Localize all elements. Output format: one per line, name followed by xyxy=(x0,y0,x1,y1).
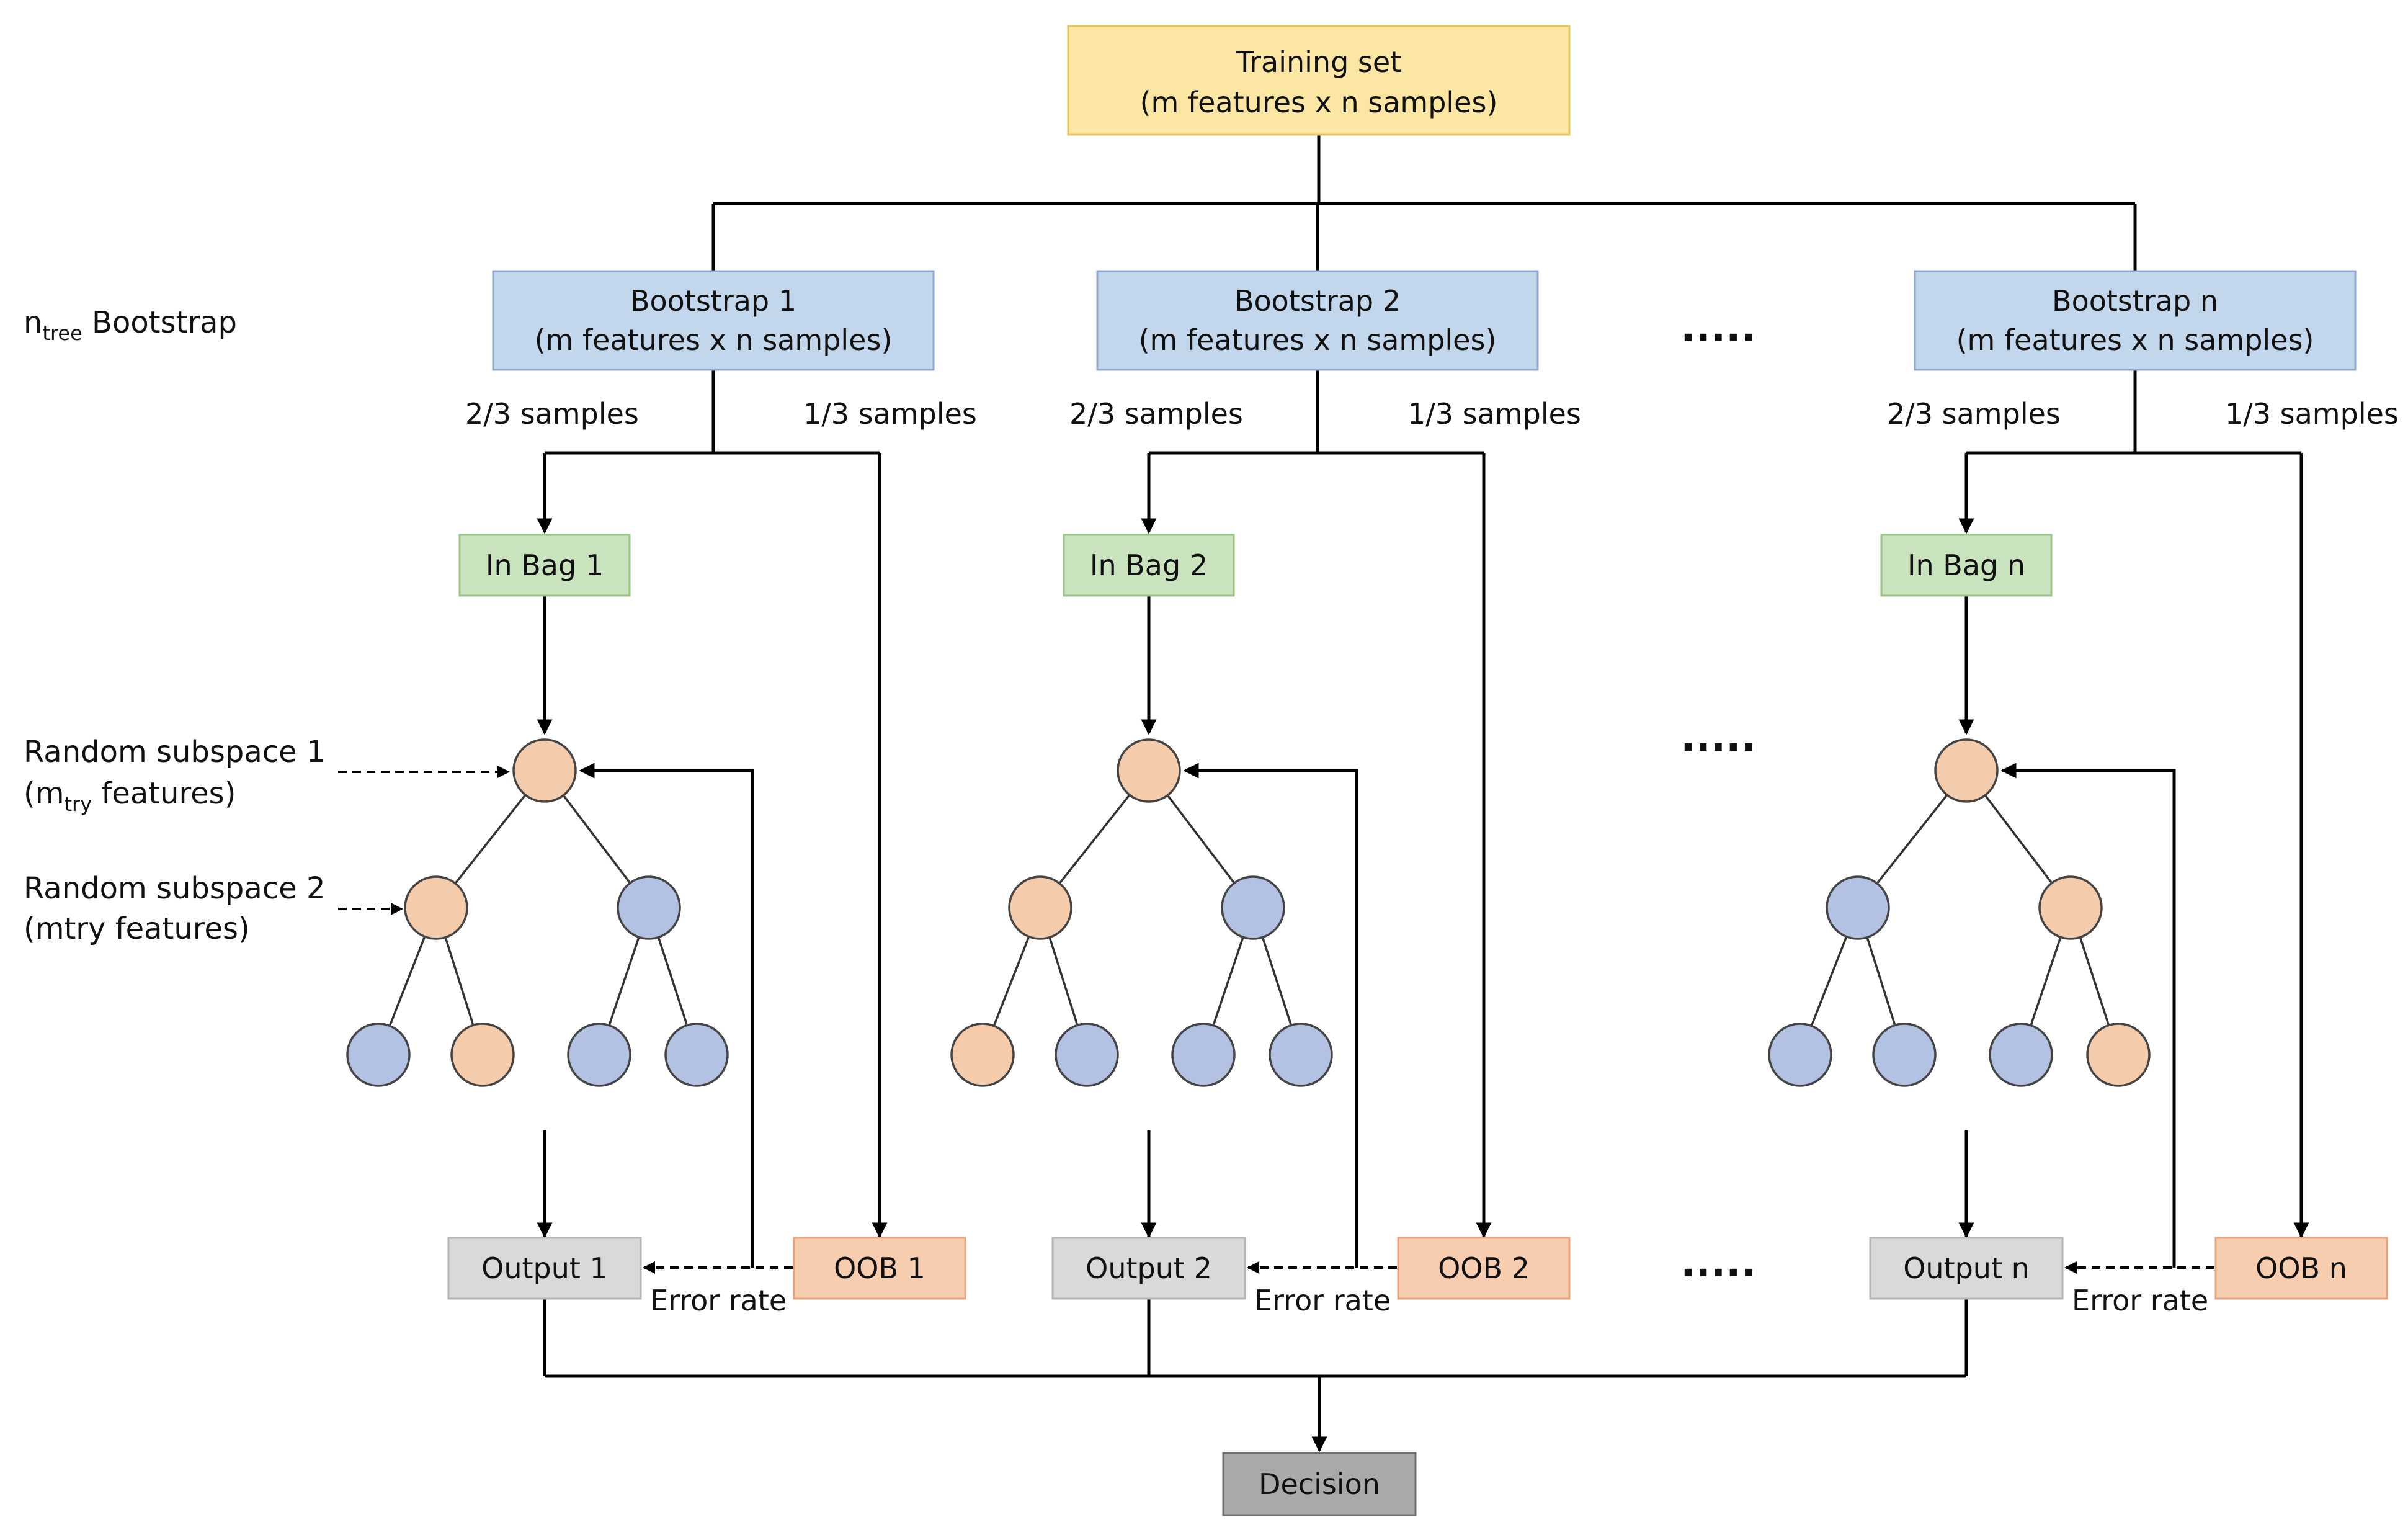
tree-leaf-node xyxy=(450,1023,515,1087)
tree-leaf-node xyxy=(567,1023,631,1087)
ellipsis-tree: ..... xyxy=(1680,715,1756,761)
oob-label: OOB 1 xyxy=(834,1251,925,1285)
tree-column-2: Bootstrap 2 (m features x n samples) 2/3 s… xyxy=(950,270,1581,1317)
tree-root-node xyxy=(1934,738,1999,803)
oob-box-1: OOB 1 xyxy=(793,1237,966,1300)
ellipsis-output: ..... xyxy=(1680,1240,1756,1286)
random-subspace-2-features: (mtry features) xyxy=(24,911,250,946)
tree-leaf-node xyxy=(346,1023,411,1087)
oob-feedback-arrow xyxy=(579,763,754,1268)
bootstrap-box-3: Bootstrap n (m features x n samples) xyxy=(1914,270,2357,371)
right-samples-label: 1/3 samples xyxy=(1407,397,1581,431)
oob-label: OOB n xyxy=(2255,1251,2347,1285)
error-rate-label: Error rate xyxy=(650,1284,787,1317)
tree-leaf-node xyxy=(1768,1023,1832,1087)
random-subspace-1-label: Random subspace 1 xyxy=(24,735,326,769)
left-samples-label: 2/3 samples xyxy=(465,397,639,431)
random-subspace-2-label: Random subspace 2 xyxy=(24,871,326,906)
oob-label: OOB 2 xyxy=(1438,1251,1530,1285)
tree-columns: Bootstrap 1 (m features x n samples) 2/3 s… xyxy=(346,270,2399,1317)
output-label: Output n xyxy=(1903,1251,2030,1285)
inbag-label: In Bag n xyxy=(1907,548,2025,582)
decision-label: Decision xyxy=(1259,1467,1380,1501)
tree-root-node xyxy=(1117,738,1181,803)
error-rate-label: Error rate xyxy=(2072,1284,2208,1317)
right-samples-label: 1/3 samples xyxy=(803,397,977,431)
inbag-box-2: In Bag 2 xyxy=(1063,534,1235,597)
decision-tree-3 xyxy=(1768,738,2151,1087)
tree-leaf-node xyxy=(1055,1023,1119,1087)
bootstrap-box-2: Bootstrap 2 (m features x n samples) xyxy=(1096,270,1539,371)
tree-leaf-node xyxy=(1872,1023,1937,1087)
decision-tree-1 xyxy=(346,738,729,1087)
tree-leaf-node xyxy=(950,1023,1015,1087)
inbag-label: In Bag 2 xyxy=(1090,548,1208,582)
left-samples-label: 2/3 samples xyxy=(1887,397,2061,431)
decision-box: Decision xyxy=(1222,1452,1417,1516)
tree-internal-node xyxy=(1826,875,1890,940)
bootstrap-title: Bootstrap 2 xyxy=(1234,284,1401,318)
training-set-box: Training set (m features x n samples) xyxy=(1067,25,1571,136)
inbag-box-3: In Bag n xyxy=(1880,534,2053,597)
bootstrap-title: Bootstrap 1 xyxy=(630,284,796,318)
tree-internal-node xyxy=(1008,875,1072,940)
ellipsis-bootstrap: ..... xyxy=(1680,305,1756,351)
ntree-bootstrap-label: ntree Bootstrap xyxy=(24,305,237,345)
bootstrap-subtitle: (m features x n samples) xyxy=(1956,323,2314,357)
output-box-1: Output 1 xyxy=(447,1237,642,1300)
tree-leaf-node xyxy=(1171,1023,1236,1087)
oob-feedback-arrow xyxy=(1183,763,1358,1268)
left-samples-label: 2/3 samples xyxy=(1069,397,1243,431)
tree-root-node xyxy=(512,738,577,803)
training-set-subtitle: (m features x n samples) xyxy=(1140,86,1498,119)
inbag-label: In Bag 1 xyxy=(486,548,604,582)
oob-box-3: OOB n xyxy=(2214,1237,2388,1300)
error-rate-label: Error rate xyxy=(1254,1284,1391,1317)
training-set-title: Training set xyxy=(1236,45,1401,79)
decision-tree-2 xyxy=(950,738,1333,1087)
bootstrap-title: Bootstrap n xyxy=(2052,284,2218,318)
tree-internal-node xyxy=(2038,875,2103,940)
output-label: Output 1 xyxy=(481,1251,608,1285)
oob-box-2: OOB 2 xyxy=(1397,1237,1571,1300)
tree-column-1: Bootstrap 1 (m features x n samples) 2/3 s… xyxy=(346,270,977,1317)
output-box-3: Output n xyxy=(1869,1237,2064,1300)
inbag-box-1: In Bag 1 xyxy=(458,534,631,597)
tree-leaf-node xyxy=(664,1023,729,1087)
random-subspace-1-features: (mtry features) xyxy=(24,776,236,816)
tree-internal-node xyxy=(617,875,681,940)
tree-leaf-node xyxy=(2086,1023,2151,1087)
tree-leaf-node xyxy=(1269,1023,1333,1087)
tree-internal-node xyxy=(1221,875,1285,940)
tree-column-3: Bootstrap n (m features x n samples) 2/3 s… xyxy=(1768,270,2399,1317)
bootstrap-subtitle: (m features x n samples) xyxy=(535,323,893,357)
output-label: Output 2 xyxy=(1086,1251,1212,1285)
oob-feedback-arrow xyxy=(2000,763,2176,1268)
tree-leaf-node xyxy=(1989,1023,2053,1087)
connectors xyxy=(338,135,2309,1452)
right-samples-label: 1/3 samples xyxy=(2225,397,2399,431)
bootstrap-box-1: Bootstrap 1 (m features x n samples) xyxy=(492,270,935,371)
output-box-2: Output 2 xyxy=(1051,1237,1246,1300)
bootstrap-subtitle: (m features x n samples) xyxy=(1139,323,1497,357)
tree-internal-node xyxy=(404,875,468,940)
